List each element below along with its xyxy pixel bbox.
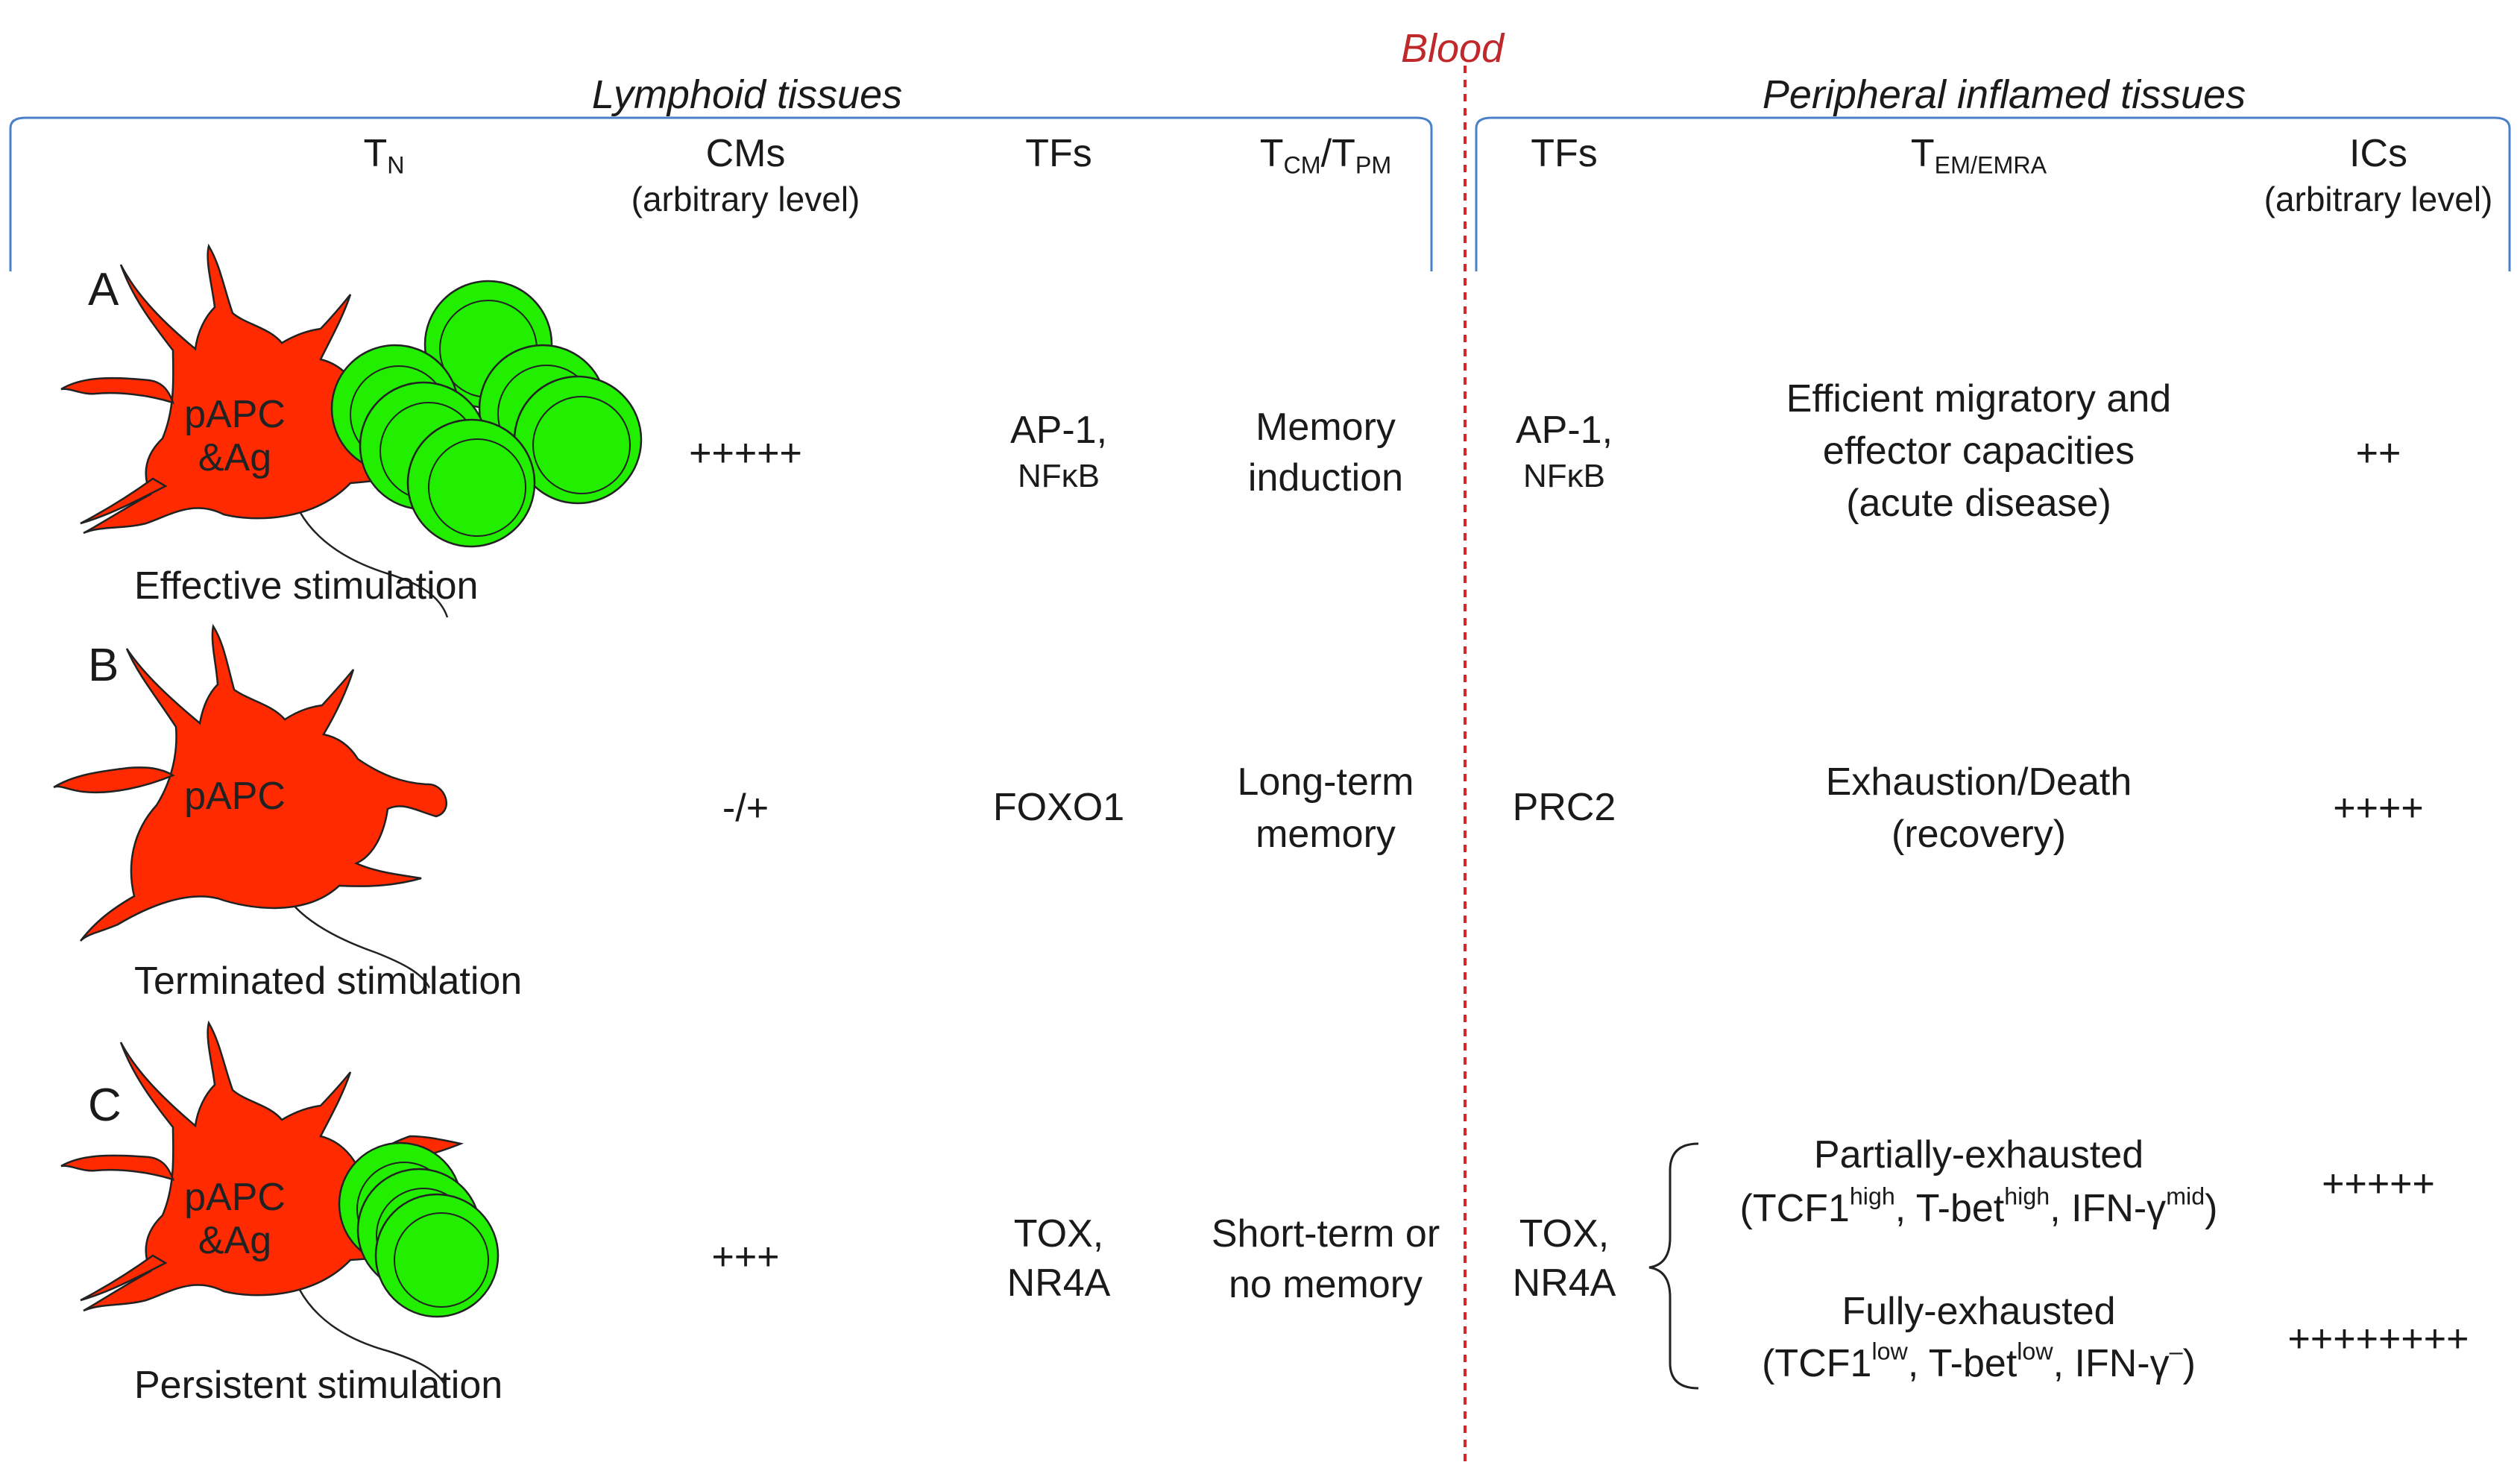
row-c-apc-label: pAPC: [184, 1176, 286, 1219]
row-c-caption: Persistent stimulation: [134, 1364, 503, 1407]
blood-label: Blood: [1400, 26, 1505, 71]
row-b-effector-1: Exhaustion/Death: [1825, 760, 2132, 804]
row-c-apc-arm-left: [60, 1154, 175, 1181]
row-a-tcell: [406, 418, 536, 548]
row-a-effector-2: effector capacities: [1822, 429, 2135, 473]
row-a-apc-arm-left: [60, 377, 175, 404]
row-b-memory-1: Long-term: [1237, 760, 1414, 804]
row-c-tfs-lymphoid-1: TOX,: [1013, 1212, 1104, 1256]
exhaustion-brace: [1648, 1142, 1699, 1390]
row-c-tcell: [374, 1193, 500, 1318]
peripheral-tissues-label: Peripheral inflamed tissues: [1762, 72, 2246, 117]
row-b-tfs-peripheral: PRC2: [1512, 786, 1616, 829]
lymphoid-tissues-label: Lymphoid tissues: [591, 72, 903, 117]
row-b-cms-level: -/+: [722, 787, 769, 830]
row-c-partial-title: Partially-exhausted: [1813, 1133, 2144, 1176]
row-c-full-markers: (TCF1low, T-betlow, IFN-γ–): [1762, 1338, 2196, 1385]
lymphoid-bracket: [9, 116, 1433, 271]
row-b-apc-label: pAPC: [184, 775, 286, 818]
row-c-tcells: [338, 1141, 500, 1318]
row-a-letter: A: [88, 264, 119, 315]
row-a-tfs-peripheral-1: AP-1,: [1515, 409, 1613, 452]
row-c-tfs-peripheral-2: NR4A: [1512, 1261, 1616, 1305]
row-b-apc-shape: [80, 623, 447, 942]
row-b-apc-arm-left: [53, 766, 175, 794]
row-c-partial-markers: (TCF1high, T-bethigh, IFN-γmid): [1739, 1182, 2218, 1230]
row-b-effector-2: (recovery): [1891, 813, 2067, 856]
row-c-letter: C: [88, 1080, 122, 1131]
row-a-ag-label: &Ag: [198, 436, 272, 479]
header-ics-note: (arbitrary level): [2264, 180, 2493, 218]
row-c-memory-2: no memory: [1228, 1263, 1423, 1306]
row-a-apc-label: pAPC: [184, 393, 286, 436]
row-c-partial-ics-level: +++++: [2322, 1162, 2435, 1206]
row-c-tfs-lymphoid-2: NR4A: [1007, 1261, 1111, 1305]
header-tfs-lymphoid: TFs: [1025, 132, 1092, 175]
header-tcm-tpm: TCM/TPM: [1259, 132, 1392, 179]
row-c-apc-arm-low: [80, 1254, 168, 1302]
header-naive-t-cell: TN: [363, 132, 405, 179]
row-b-ics-level: ++++: [2333, 787, 2424, 830]
row-c-full-title: Fully-exhausted: [1842, 1290, 2116, 1333]
row-b-caption: Terminated stimulation: [134, 960, 523, 1003]
row-b-letter: B: [88, 640, 119, 691]
row-a-effector-3: (acute disease): [1846, 482, 2111, 525]
row-a-caption: Effective stimulation: [134, 564, 479, 608]
header-tfs-peripheral: TFs: [1531, 132, 1598, 175]
row-b-apc-icon: [53, 623, 447, 989]
peripheral-bracket: [1475, 116, 2511, 271]
header-cms-note: (arbitrary level): [631, 180, 860, 218]
header-cms: CMs: [705, 132, 786, 175]
row-c-tfs-peripheral-1: TOX,: [1519, 1212, 1610, 1256]
row-b-memory-2: memory: [1256, 813, 1396, 856]
row-c-ag-label: &Ag: [198, 1219, 272, 1262]
row-a-tfs-peripheral-2: NFκB: [1523, 458, 1605, 494]
row-a-memory-1: Memory: [1256, 406, 1396, 449]
row-c-cms-level: +++: [711, 1235, 780, 1279]
row-a-ics-level: ++: [2355, 432, 2401, 475]
row-c-memory-1: Short-term or: [1211, 1212, 1440, 1256]
row-a-memory-2: induction: [1247, 456, 1404, 500]
header-tem-emra: TEM/EMRA: [1910, 132, 2047, 179]
row-a-tcells: [330, 280, 643, 548]
row-b-tfs-lymphoid: FOXO1: [992, 786, 1125, 829]
header-ics: ICs: [2349, 132, 2407, 175]
row-a-tfs-lymphoid-1: AP-1,: [1009, 409, 1108, 452]
row-a-tfs-lymphoid-2: NFκB: [1018, 458, 1100, 494]
row-c-full-ics-level: ++++++++: [2287, 1317, 2469, 1361]
row-a-cms-level: +++++: [689, 432, 802, 475]
row-a-apc-arm-low: [80, 477, 168, 525]
row-a-effector-1: Efficient migratory and: [1786, 377, 2172, 420]
